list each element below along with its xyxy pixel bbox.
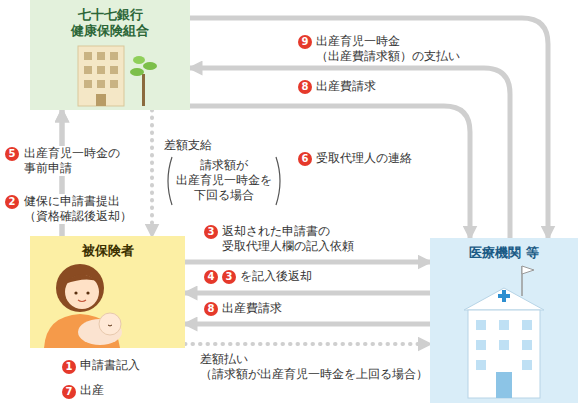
note-label: 出産 (80, 383, 180, 398)
node-title: 医療機関 等 (439, 245, 569, 261)
dotted-arrow (185, 342, 430, 346)
insurer-box: 七十七銀行 健康保険組合 (30, 0, 190, 110)
callout-number: 4 (204, 270, 218, 284)
edge-label: 差額支給 (164, 138, 244, 153)
bracket (276, 157, 280, 205)
callout-number: 9 (298, 35, 312, 49)
callout-number: 7 (62, 385, 76, 399)
edge-label: 差額払い （請求額が出産育児一時金を上回る場合） (200, 352, 440, 382)
flow-arrow (190, 18, 548, 238)
edge-label: 返却された申請書の 受取代理人欄の記入依頼 (222, 224, 367, 254)
edge-label: 出産育児一時金 （出産費請求額）の支払い (316, 34, 478, 64)
node-title: 被保険者 (38, 243, 178, 259)
insured-box: 被保険者 (30, 236, 185, 348)
node-title: 七十七銀行 健康保険組合 (62, 7, 158, 39)
callout-number: 8 (298, 80, 312, 94)
edge-label: 出産費請求 (222, 301, 342, 316)
dotted-arrow (150, 110, 154, 236)
note-label: 申請書記入 (80, 358, 180, 373)
callout-number: 3 (204, 225, 218, 239)
edge-label: 出産費請求 (316, 79, 436, 94)
hospital-illustration (430, 238, 578, 403)
callout-number: 6 (298, 152, 312, 166)
callout-number: 2 (5, 195, 19, 209)
flow-arrow (185, 260, 430, 265)
note-label: 請求額が 出産育児一時金を 下回る場合 (174, 158, 274, 203)
flow-arrow (185, 291, 430, 296)
edge-label: 受取代理人の連絡 (316, 151, 436, 166)
callout-number: 8 (204, 302, 218, 316)
edge-label: 健保に申請書提出 （資格確認後返却） (22, 194, 142, 224)
edge-label: 出産育児一時金の 事前申請 (22, 146, 138, 176)
flow-arrow (190, 68, 510, 238)
callout-number: 5 (5, 147, 19, 161)
hospital-box: 医療機関 等 (430, 238, 578, 403)
callout-number: 3 (222, 270, 236, 284)
edge-label: を記入後返却 (240, 269, 360, 284)
bracket (168, 157, 172, 205)
callout-number: 1 (62, 360, 76, 374)
flow-arrow (185, 322, 430, 327)
